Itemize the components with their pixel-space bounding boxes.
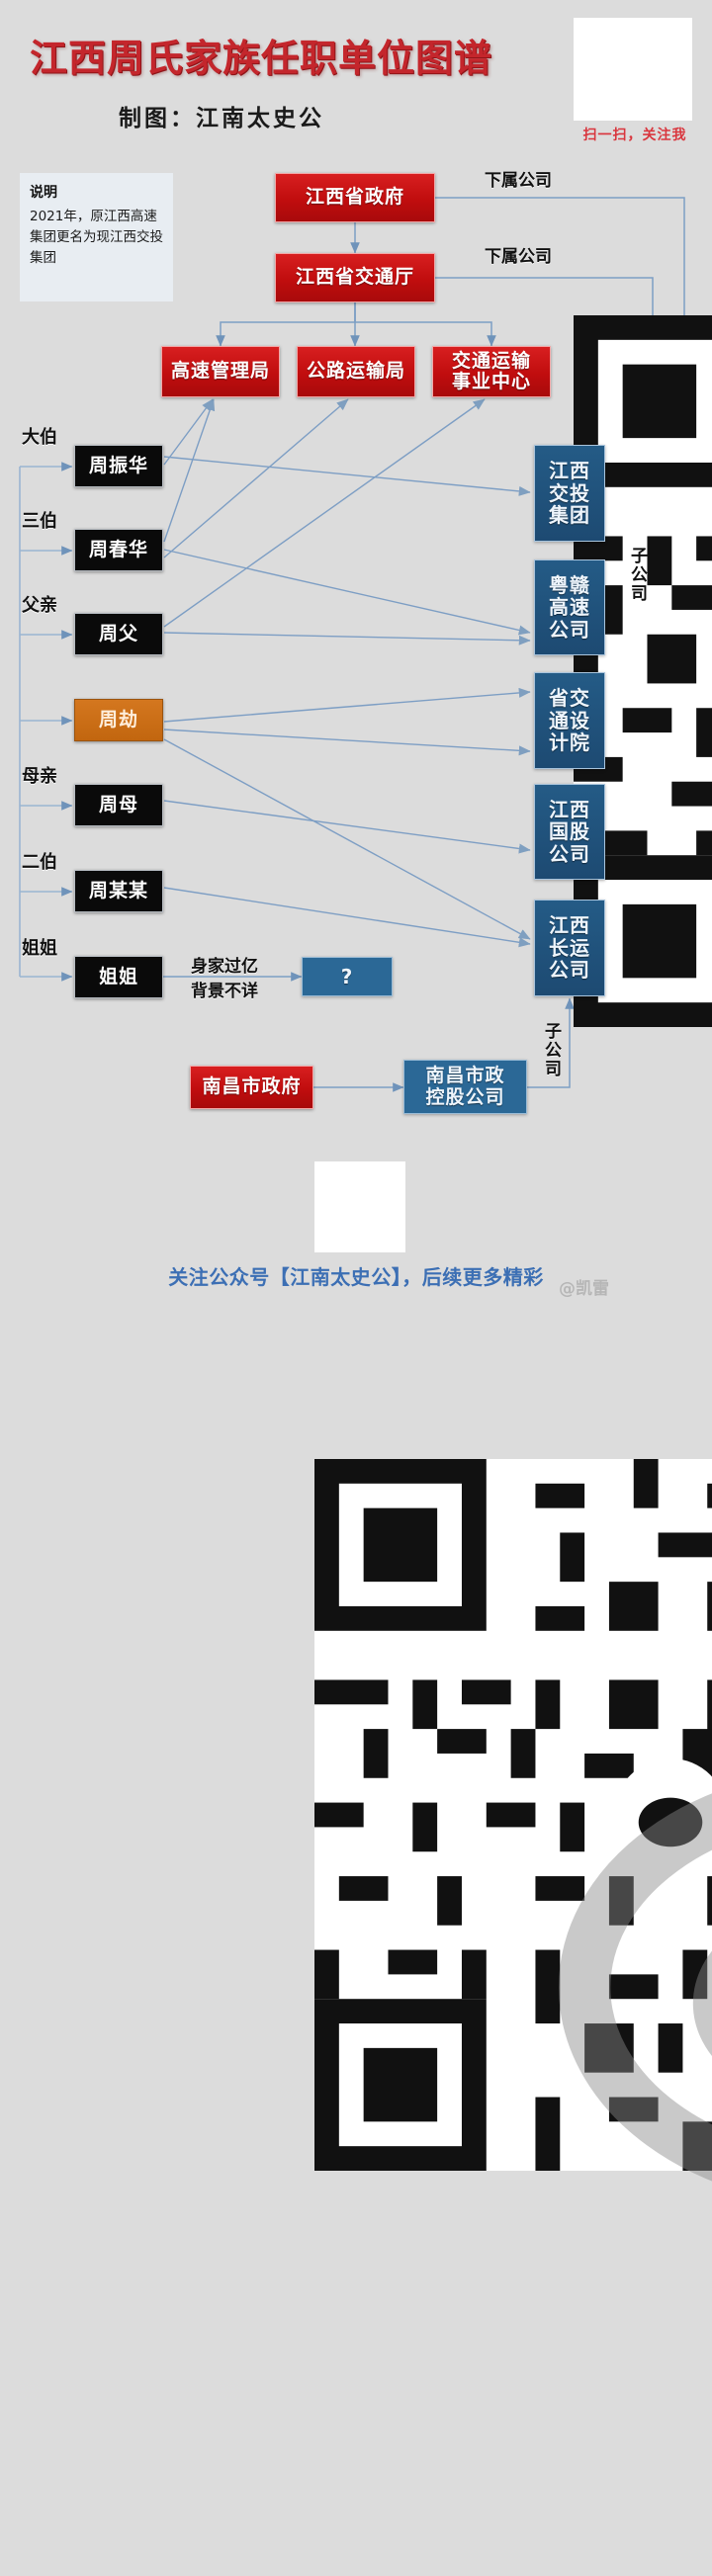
watermark-handle: @凯雷: [559, 1278, 609, 1299]
edge-label-lbl-child-1: 子公司: [627, 547, 647, 603]
company-node-co-guogu[interactable]: 江西国股公司: [534, 784, 605, 880]
note-box: 说明 2021年，原江西高速集团更名为现江西交投集团: [20, 173, 173, 301]
note-heading: 说明: [30, 185, 57, 201]
qr-pattern-icon: [574, 315, 712, 1027]
node-label: 周母: [98, 793, 138, 816]
family-node-fam-2[interactable]: 周春华: [74, 529, 163, 571]
gov-node-transport-center[interactable]: 交通运输事业中心: [432, 346, 551, 397]
page-subtitle: 制图：江南太史公: [119, 105, 324, 131]
node-label: 交通运输事业中心: [451, 349, 531, 392]
node-label: ?: [340, 964, 354, 988]
footer-promo-text: 关注公众号【江南太史公】，后续更多精彩: [168, 1265, 544, 1289]
node-label: 周父: [98, 622, 138, 644]
gov-node-nanchang-gov[interactable]: 南昌市政府: [190, 1066, 313, 1109]
node-label: 江西国股公司: [549, 797, 590, 866]
node-label: 周某某: [88, 879, 148, 902]
company-node-co-yuegan[interactable]: 粤赣高速公司: [534, 559, 605, 655]
company-node-co-design[interactable]: 省交通设计院: [534, 672, 605, 769]
edge-label-lbl-sub-2: 下属公司: [485, 247, 552, 267]
qr-pattern-icon: [314, 1459, 712, 2171]
page-title: 江西周氏家族任职单位图谱: [30, 37, 493, 80]
relation-label-fam-2: 三伯: [22, 511, 57, 532]
family-node-fam-1[interactable]: 周振华: [74, 445, 163, 487]
node-label: 周春华: [88, 538, 148, 560]
node-label: 南昌市政府: [202, 1075, 302, 1098]
company-node-co-changyun[interactable]: 江西长运公司: [534, 900, 605, 996]
node-label: 高速管理局: [170, 360, 270, 383]
node-label: 江西交投集团: [549, 459, 590, 528]
gov-node-highway-bureau[interactable]: 高速管理局: [161, 346, 280, 397]
node-label: 周振华: [88, 454, 148, 476]
node-label: 粤赣高速公司: [549, 572, 590, 642]
family-node-fam-3[interactable]: 周父: [74, 613, 163, 655]
company-node-co-jtgroup[interactable]: 江西交投集团: [534, 445, 605, 542]
qr-code-bottom[interactable]: [314, 1161, 712, 2171]
node-label: 公路运输局: [306, 360, 405, 383]
relation-label-fam-1: 大伯: [22, 427, 57, 448]
family-node-fam-7[interactable]: 姐姐: [74, 956, 163, 998]
weibo-logo-icon: [559, 1793, 712, 2182]
family-node-fam-4[interactable]: 周劫: [74, 699, 163, 741]
node-label: 江西省政府: [305, 186, 404, 209]
relation-label-fam-7: 姐姐: [22, 938, 57, 959]
edge-label-lbl-sister: 身家过亿背景不详: [191, 957, 258, 1001]
node-label: 省交通设计院: [549, 686, 590, 755]
company-node-co-unknown[interactable]: ?: [302, 957, 393, 996]
family-node-fam-5[interactable]: 周母: [74, 784, 163, 826]
node-label: 江西省交通厅: [295, 266, 414, 289]
qr-code-top[interactable]: [574, 18, 712, 1027]
node-label: 南昌市政控股公司: [425, 1065, 505, 1108]
node-label: 姐姐: [98, 965, 138, 987]
node-label: 江西长运公司: [549, 913, 590, 983]
relation-label-fam-3: 父亲: [22, 595, 57, 616]
note-body: 2021年，原江西高速集团更名为现江西交投集团: [30, 209, 163, 266]
edge-label-lbl-sub-1: 下属公司: [485, 171, 552, 191]
gov-node-road-bureau[interactable]: 公路运输局: [297, 346, 415, 397]
qr-caption: 扫一扫，关注我: [582, 128, 687, 143]
node-label: 周劫: [98, 708, 138, 730]
relation-label-fam-6: 二伯: [22, 852, 57, 873]
family-node-fam-6[interactable]: 周某某: [74, 870, 163, 912]
infographic-canvas: 江西周氏家族任职单位图谱 制图：江南太史公: [19, 18, 712, 2182]
gov-node-prov-gov[interactable]: 江西省政府: [275, 173, 435, 222]
edge-label-lbl-child-2: 子公司: [541, 1022, 561, 1078]
weibo-watermark: @凯雷: [559, 1269, 712, 2182]
company-node-co-ncholding[interactable]: 南昌市政控股公司: [403, 1060, 527, 1114]
gov-node-prov-transport[interactable]: 江西省交通厅: [275, 253, 435, 302]
relation-label-fam-5: 母亲: [22, 766, 57, 787]
